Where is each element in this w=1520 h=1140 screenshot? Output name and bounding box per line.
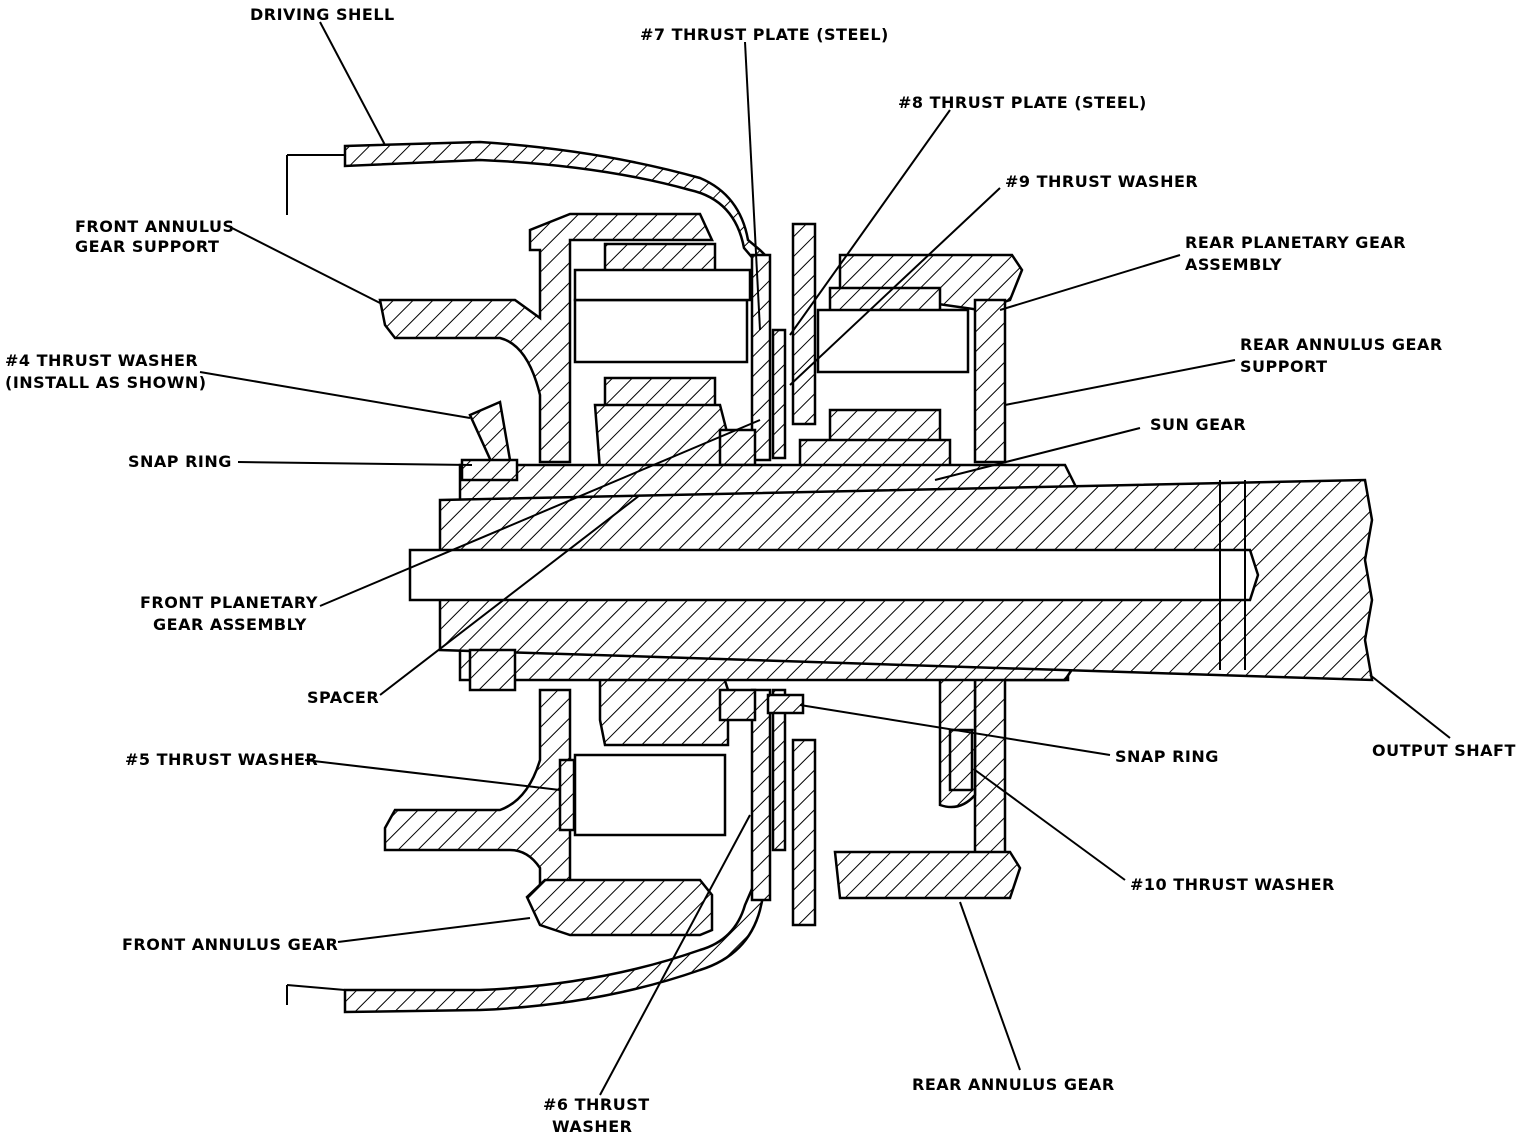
label-rear-annulus-gear: REAR ANNULUS GEAR [912,1075,1115,1094]
label-rear-annulus-support-1: REAR ANNULUS GEAR [1240,335,1443,354]
rear-annulus-gear-support-top [973,298,1007,464]
label-thrust-washer-4-1: #4 THRUST WASHER [5,351,198,370]
rear-planetary-gear-top [798,253,1024,472]
label-sun-gear: SUN GEAR [1150,415,1246,434]
front-annulus-gear-support-top [378,212,714,464]
front-planetary-gear-bottom [573,663,730,837]
label-rear-annulus-support-2: SUPPORT [1240,357,1328,376]
output-shaft [408,478,1374,682]
label-spacer: SPACER [307,688,379,707]
thrust-washer-10 [948,728,974,792]
label-front-planetary-1: FRONT PLANETARY [140,593,318,612]
label-thrust-washer-6-1: #6 THRUST [543,1095,650,1114]
label-thrust-plate-8: #8 THRUST PLATE (STEEL) [898,93,1147,112]
label-thrust-washer-4-2: (INSTALL AS SHOWN) [5,373,207,392]
label-thrust-washer-10: #10 THRUST WASHER [1130,875,1335,894]
thrust-plates-center [718,222,817,927]
label-front-annulus-support-2: GEAR SUPPORT [75,237,219,256]
label-thrust-washer-6-2: WASHER [552,1117,632,1136]
label-snap-ring-upper: SNAP RING [128,452,232,471]
label-front-planetary-2: GEAR ASSEMBLY [153,615,307,634]
label-thrust-plate-7: #7 THRUST PLATE (STEEL) [640,25,889,44]
snap-ring-lower [766,693,805,715]
label-rear-planetary-2: ASSEMBLY [1185,255,1282,274]
snap-ring-upper [460,458,519,482]
label-thrust-washer-5: #5 THRUST WASHER [125,750,318,769]
label-output-shaft: OUTPUT SHAFT [1372,741,1516,760]
front-annulus-gear-support-bottom [383,688,714,937]
thrust-washer-5 [558,758,576,832]
label-driving-shell: DRIVING SHELL [250,5,395,24]
label-front-annulus-gear: FRONT ANNULUS GEAR [122,935,338,954]
leader-lines [199,21,1451,1096]
labels: DRIVING SHELL #7 THRUST PLATE (STEEL) #8… [5,5,1516,1136]
label-thrust-washer-9: #9 THRUST WASHER [1005,172,1198,191]
label-rear-planetary-1: REAR PLANETARY GEAR [1185,233,1406,252]
label-front-annulus-support-1: FRONT ANNULUS [75,217,235,236]
label-snap-ring-lower: SNAP RING [1115,747,1219,766]
spacer [468,648,517,692]
